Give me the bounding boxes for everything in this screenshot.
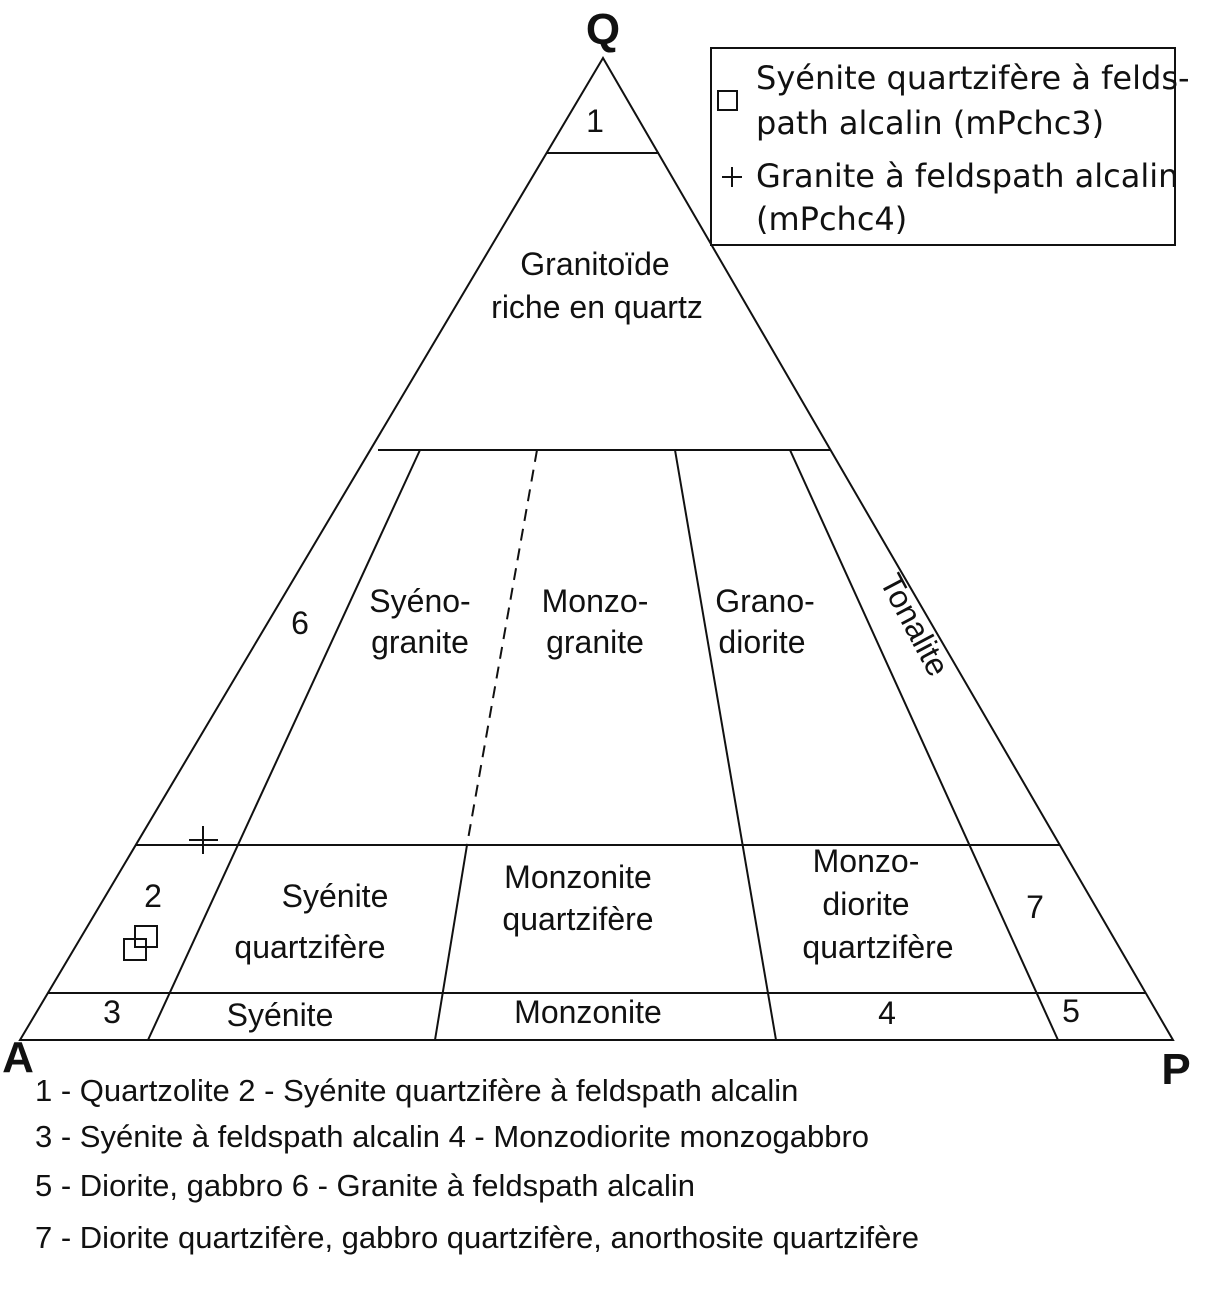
region-syenite-quartzifere: Syénite bbox=[282, 878, 389, 914]
line-p35-dashed bbox=[466, 449, 538, 846]
region-monzogranite: Monzo- bbox=[542, 583, 649, 619]
region-2: 2 bbox=[144, 878, 162, 914]
legend-label: (mPchc4) bbox=[756, 200, 907, 238]
region-granitoide: riche en quartz bbox=[491, 289, 703, 325]
triangle-outline bbox=[18, 56, 1175, 1041]
region-granodiorite: diorite bbox=[718, 624, 805, 660]
region-monzonite: Monzonite bbox=[514, 994, 662, 1030]
vertex-p: P bbox=[1161, 1045, 1190, 1094]
region-monzogranite: granite bbox=[546, 624, 644, 660]
line-p90 bbox=[789, 449, 1059, 1041]
diagram-lines bbox=[18, 56, 1175, 1041]
legend-plus-icon bbox=[722, 167, 742, 187]
line-p10 bbox=[147, 449, 421, 1041]
region-monzodiorite-quartzifere: Monzo- bbox=[813, 843, 920, 879]
legend: Syénite quartzifère à felds- path alcali… bbox=[710, 47, 1190, 246]
region-syenogranite: granite bbox=[371, 624, 469, 660]
region-syenite-quartzifere: quartzifère bbox=[234, 929, 385, 965]
region-1: 1 bbox=[586, 103, 604, 139]
region-monzonite-quartzifere: Monzonite bbox=[504, 859, 652, 895]
region-5: 5 bbox=[1062, 993, 1080, 1029]
legend-label: path alcalin (mPchc3) bbox=[756, 104, 1104, 142]
sample-square-mpchc3 bbox=[123, 938, 147, 961]
region-4: 4 bbox=[878, 995, 896, 1031]
line-p65 bbox=[674, 449, 777, 1041]
region-7: 7 bbox=[1026, 889, 1044, 925]
caption-line: 3 - Syénite à feldspath alcalin 4 - Monz… bbox=[35, 1119, 869, 1154]
sample-plus-mpchc4 bbox=[189, 826, 218, 854]
region-monzodiorite-quartzifere: quartzifère bbox=[802, 929, 953, 965]
region-tonalite: Tonalite bbox=[873, 568, 957, 682]
caption: 1 - Quartzolite 2 - Syénite quartzifère … bbox=[35, 1073, 919, 1255]
legend-box bbox=[710, 47, 1176, 246]
legend-label: Granite à feldspath alcalin bbox=[756, 157, 1178, 195]
region-labels: 1 Granitoïde riche en quartz 6 Syéno- gr… bbox=[103, 103, 1080, 1033]
region-3: 3 bbox=[103, 994, 121, 1030]
region-syenogranite: Syéno- bbox=[369, 583, 470, 619]
legend-label: Syénite quartzifère à felds- bbox=[756, 59, 1190, 97]
vertex-a: A bbox=[2, 1033, 34, 1082]
region-6: 6 bbox=[291, 605, 309, 641]
region-granodiorite: Grano- bbox=[715, 583, 815, 619]
region-monzodiorite-quartzifere: diorite bbox=[822, 886, 909, 922]
caption-line: 1 - Quartzolite 2 - Syénite quartzifère … bbox=[35, 1073, 798, 1108]
region-monzonite-quartzifere: quartzifère bbox=[502, 901, 653, 937]
sample-points bbox=[123, 826, 218, 961]
caption-line: 5 - Diorite, gabbro 6 - Granite à feldsp… bbox=[35, 1168, 695, 1203]
legend-square-icon bbox=[717, 90, 738, 111]
line-p35 bbox=[434, 844, 468, 1041]
region-syenite: Syénite bbox=[227, 997, 334, 1033]
vertex-q: Q bbox=[586, 5, 620, 54]
region-granitoide: Granitoïde bbox=[520, 246, 669, 282]
caption-line: 7 - Diorite quartzifère, gabbro quartzif… bbox=[35, 1220, 919, 1255]
